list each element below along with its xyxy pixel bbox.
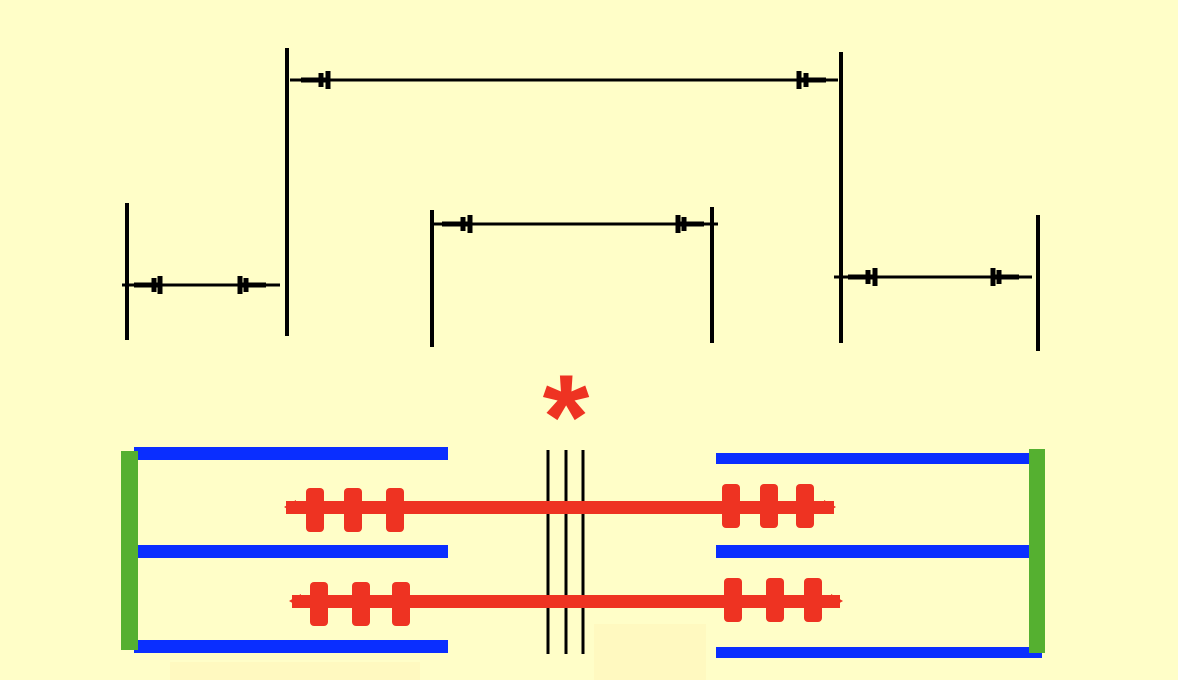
myosin-head <box>352 582 370 626</box>
bracket-a-band-arrowhead-left <box>301 71 331 89</box>
z-disc-right <box>1029 449 1045 653</box>
thick-filament-lower <box>289 578 843 626</box>
bracket-left-band <box>122 48 289 340</box>
m-line <box>546 450 585 654</box>
band-brackets <box>122 48 1040 351</box>
thick-filament-lower-shaft <box>292 595 840 608</box>
bracket-a-band <box>290 52 843 343</box>
thick-filament-upper-shaft <box>286 501 834 514</box>
faint-patch-center <box>594 624 706 680</box>
myosin-head <box>766 578 784 622</box>
bracket-h-zone-arrowhead-left <box>442 215 473 233</box>
faint-patch-left <box>170 662 420 680</box>
myosin-head <box>804 578 822 622</box>
bracket-left-band-arrowhead-right <box>237 276 266 294</box>
thin-filament-left-top <box>134 447 448 460</box>
myosin-head <box>392 582 410 626</box>
z-discs <box>121 449 1045 653</box>
thin-filaments <box>134 447 1042 658</box>
thick-filament-upper <box>284 484 836 532</box>
bracket-left-band-arrowhead-left <box>134 276 163 294</box>
thin-filament-right-bottom <box>716 647 1042 658</box>
bracket-a-band-arrowhead-right <box>796 71 826 89</box>
myosin-head <box>306 488 324 532</box>
myosin-head <box>724 578 742 622</box>
bracket-right-band-arrowhead-left <box>848 268 878 286</box>
thick-filament-lower-tip-right <box>831 594 843 608</box>
z-disc-left <box>121 451 138 650</box>
thin-filament-left-middle <box>134 545 448 558</box>
thick-filaments <box>284 484 843 626</box>
thin-filament-right-middle <box>716 545 1032 558</box>
thick-filament-upper-tip-left <box>284 500 296 514</box>
bracket-right-band <box>834 215 1040 351</box>
myosin-head <box>760 484 778 528</box>
bracket-h-zone-arrowhead-right <box>675 215 704 233</box>
myosin-head <box>344 488 362 532</box>
myosin-head <box>310 582 328 626</box>
thin-filament-left-bottom <box>134 640 448 653</box>
myosin-head <box>796 484 814 528</box>
myosin-head <box>722 484 740 528</box>
myosin-head <box>386 488 404 532</box>
bracket-h-zone <box>430 207 718 347</box>
thick-filament-upper-tip-right <box>824 500 836 514</box>
thin-filament-right-top <box>716 453 1032 464</box>
bracket-right-band-arrowhead-right <box>990 268 1019 286</box>
thick-filament-lower-tip-left <box>289 594 301 608</box>
